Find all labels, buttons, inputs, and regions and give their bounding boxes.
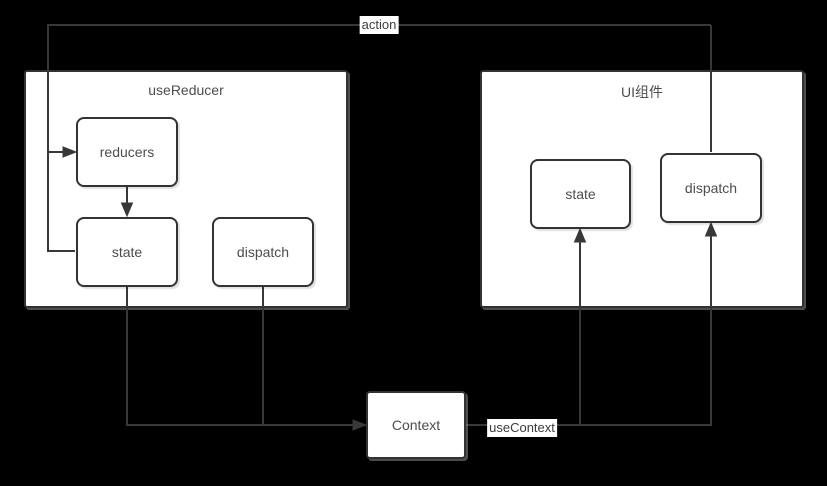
arrowhead-into-context	[352, 419, 368, 431]
node-state-left: state	[76, 217, 178, 287]
group-ui-component-title: UI组件	[621, 84, 663, 100]
node-dispatch-left-label: dispatch	[236, 244, 290, 260]
edge-label-action: action	[359, 16, 399, 34]
node-context-label: Context	[391, 417, 441, 433]
group-usereducer-title: useReducer	[148, 82, 224, 98]
node-state-left-label: state	[111, 244, 143, 260]
node-dispatch-ui: dispatch	[660, 153, 762, 223]
edge-label-usecontext: useContext	[487, 419, 557, 437]
node-state-ui: state	[530, 159, 631, 229]
node-dispatch-left: dispatch	[212, 217, 314, 287]
node-reducers-label: reducers	[99, 144, 155, 160]
node-state-ui-label: state	[565, 186, 596, 202]
node-context: Context	[366, 391, 466, 459]
node-reducers: reducers	[76, 117, 178, 187]
node-dispatch-ui-label: dispatch	[684, 180, 738, 196]
